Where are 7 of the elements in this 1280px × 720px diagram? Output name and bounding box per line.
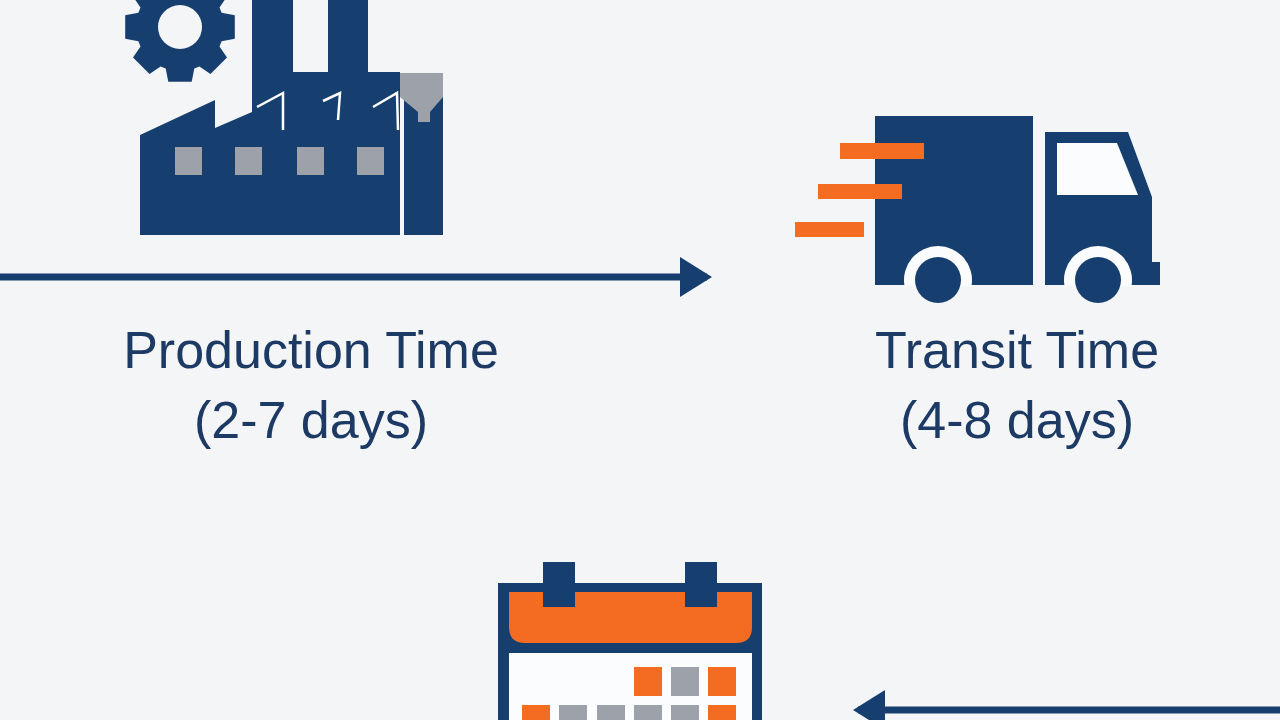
caption-text: Transit Time (4-8 days) bbox=[873, 320, 1161, 451]
caption-text: Production Time (2-7 days) bbox=[122, 320, 500, 451]
arrow bbox=[853, 690, 1280, 720]
arrow bbox=[0, 257, 712, 297]
calendar-icon bbox=[497, 561, 763, 720]
factory-icon bbox=[124, 0, 444, 237]
truck-icon bbox=[794, 115, 1162, 305]
